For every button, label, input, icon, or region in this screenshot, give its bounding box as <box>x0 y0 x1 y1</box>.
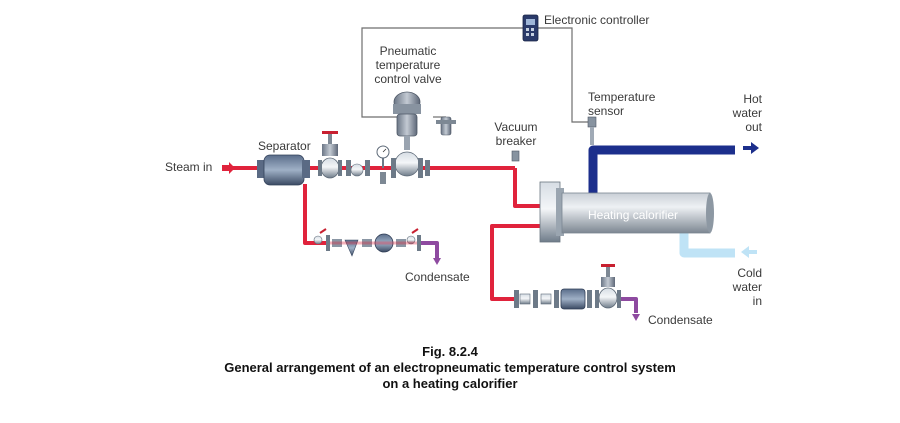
steam-line-fittings <box>346 145 430 184</box>
figure-number: Fig. 8.2.4 <box>422 344 478 359</box>
separator <box>257 154 310 186</box>
vacuum-breaker <box>511 150 520 162</box>
pneumatic-valve-label: Pneumatic temperature control valve <box>374 44 442 86</box>
condensate-pipes <box>421 241 638 313</box>
steam-pipe <box>232 166 540 301</box>
heating-calorifier <box>539 181 714 243</box>
condensate-arrow-1 <box>433 258 441 265</box>
hot-water-out-arrow <box>743 142 759 154</box>
steam-in-label: Steam in <box>165 160 213 174</box>
cold-water-in-arrow <box>741 246 757 258</box>
caption-line-2: on a heating calorifier <box>382 376 518 391</box>
temperature-sensor <box>587 116 597 145</box>
cold-water-in-label: Cold water in <box>732 266 762 308</box>
calorifier-trap-set <box>514 264 621 310</box>
hot-water-pipe <box>588 145 735 195</box>
condensate-arrow-2 <box>632 314 640 321</box>
pneumatic-control-valve <box>391 91 456 178</box>
condensate-label-1: Condensate <box>405 270 470 284</box>
electronic-controller <box>522 14 539 42</box>
isolating-valve <box>318 131 342 179</box>
caption-line-1: General arrangement of an electropneumat… <box>224 360 676 375</box>
heating-calorifier-label: Heating calorifier <box>588 208 679 222</box>
vacuum-breaker-label: Vacuum breaker <box>494 120 538 148</box>
steam-in-arrow <box>222 162 235 174</box>
separator-trap-set <box>313 228 421 257</box>
cold-water-pipe <box>679 232 735 258</box>
temperature-sensor-label: Temperature sensor <box>588 90 656 118</box>
electronic-controller-label: Electronic controller <box>544 13 650 27</box>
hot-water-out-label: Hot water out <box>732 92 762 134</box>
condensate-label-2: Condensate <box>648 313 713 327</box>
separator-label: Separator <box>258 139 311 153</box>
